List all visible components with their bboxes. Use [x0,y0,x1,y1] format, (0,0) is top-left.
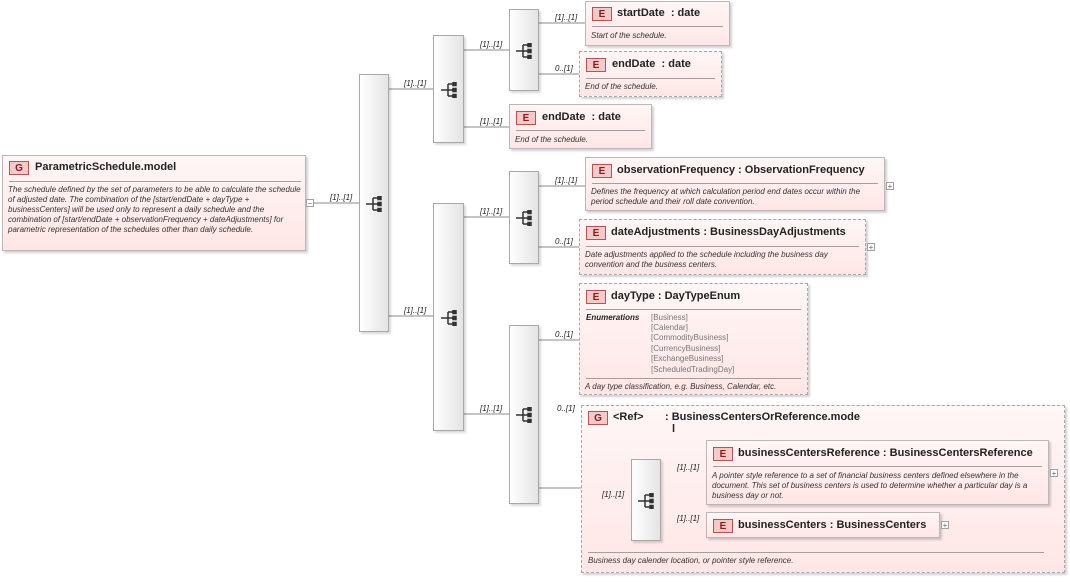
sequence-compositor-icon [516,407,532,423]
plus-expand-icon[interactable]: + [886,182,894,191]
root-group-doc: The schedule defined by the set of param… [8,185,301,234]
element-tag-icon: E [586,226,606,240]
element-tag-icon: E [586,290,606,304]
element-start-date[interactable]: E startDate : date Start of the schedule… [585,1,730,46]
element-observation-frequency[interactable]: E observationFrequency : ObservationFreq… [585,157,885,211]
sequence-b1[interactable] [509,171,539,264]
group-type-line-2: l [672,423,676,435]
sequence-compositor-icon [516,210,532,226]
sequence-compositor-icon [638,493,654,509]
enum-value: [ScheduledTradingDay] [651,365,735,374]
element-tag-icon: E [592,7,612,21]
element-end-date[interactable]: E endDate : date End of the schedule. [509,104,652,149]
enumerations-label: Enumerations [586,313,640,322]
divider [713,466,1042,467]
group-tag-icon: G [9,161,29,175]
sequence-b[interactable] [433,203,464,431]
sequence-compositor-icon [441,82,457,98]
cardinality-label: [1]..[1] [677,463,700,472]
cardinality-label: [1]..[1] [480,117,503,126]
enum-value: [Business] [651,313,688,322]
cardinality-label: [1]..[1] [677,514,700,523]
element-doc: End of the schedule. [585,82,658,91]
element-tag-icon: E [713,519,733,533]
element-doc: A day type classification, e.g. Business… [585,382,777,391]
element-business-centers[interactable]: E businessCenters : BusinessCenters [706,512,940,538]
root-group-box[interactable]: G ParametricSchedule.model The schedule … [2,155,306,251]
cardinality-label: 0..[1] [555,64,573,73]
divider [586,78,715,79]
divider [588,552,1044,553]
cardinality-label: [1]..[1] [404,306,427,315]
divider [586,378,801,379]
divider [586,246,859,247]
element-doc: Date adjustments applied to the schedule… [585,250,828,269]
sequence-compositor-icon [441,310,457,326]
enum-value: [ExchangeBusiness] [651,354,724,363]
cardinality-label: 0..[1] [555,330,573,339]
plus-expand-icon[interactable]: + [941,521,949,530]
sequence-b2[interactable] [509,325,539,504]
cardinality-label: [1]..[1] [480,207,503,216]
element-name: dayType : DayTypeEnum [611,290,741,302]
divider [592,26,723,27]
element-day-type[interactable]: E dayType : DayTypeEnum Enumerations [Bu… [579,283,808,395]
element-name: dateAdjustments : BusinessDayAdjustments [611,226,846,238]
cardinality-label: [1]..[1] [480,404,503,413]
element-doc: End of the schedule. [515,135,588,144]
group-tag-icon: G [588,411,608,425]
element-name: businessCenters : BusinessCenters [738,519,927,531]
element-doc: A pointer style reference to a set of fi… [712,471,1028,500]
root-group-name: ParametricSchedule.model [35,161,177,173]
element-end-date-optional[interactable]: E endDate : date End of the schedule. [579,51,722,97]
cardinality-label: 0..[1] [557,404,575,413]
element-tag-icon: E [516,111,536,125]
minus-collapse-icon[interactable]: − [306,199,314,208]
divider [516,130,645,131]
sequence-compositor-icon [516,43,532,59]
element-name: observationFrequency : ObservationFreque… [617,164,865,176]
sequence-a[interactable] [433,35,464,143]
cardinality-label: [1]..[1] [480,40,503,49]
cardinality-label: [1]..[1] [555,13,578,22]
element-name: endDate : date [542,111,621,123]
element-tag-icon: E [586,58,606,72]
group-type-line-1: : BusinessCentersOrReference.mode [665,411,861,423]
element-doc: Start of the schedule. [591,31,667,40]
group-doc: Business day calender location, or point… [588,556,794,565]
element-name: businessCentersReference : BusinessCente… [738,447,1033,459]
root-sequence[interactable] [359,74,389,332]
enum-value: [CommodityBusiness] [651,333,729,342]
element-tag-icon: E [713,447,733,461]
plus-expand-icon[interactable]: + [867,243,875,252]
cardinality-label: [1]..[1] [602,490,625,499]
cardinality-label: [1]..[1] [330,193,353,202]
element-name: endDate : date [612,58,691,70]
cardinality-label: [1]..[1] [404,79,427,88]
sequence-compositor-icon [366,196,382,212]
element-doc: Defines the frequency at which calculati… [591,187,861,206]
cardinality-label: [1]..[1] [555,176,578,185]
enum-value: [Calendar] [651,323,688,332]
plus-expand-icon[interactable]: + [1050,469,1058,478]
cardinality-label: 0..[1] [555,237,573,246]
element-name: startDate : date [617,7,701,19]
element-date-adjustments[interactable]: E dateAdjustments : BusinessDayAdjustmen… [579,219,866,275]
ref-label: <Ref> [613,411,644,423]
enum-value: [CurrencyBusiness] [651,344,721,353]
inner-sequence[interactable] [631,459,661,541]
divider [592,183,878,184]
divider [586,309,801,310]
divider [9,181,301,182]
sequence-a1[interactable] [509,9,539,91]
element-business-centers-reference[interactable]: E businessCentersReference : BusinessCen… [706,440,1049,505]
element-tag-icon: E [592,164,612,178]
